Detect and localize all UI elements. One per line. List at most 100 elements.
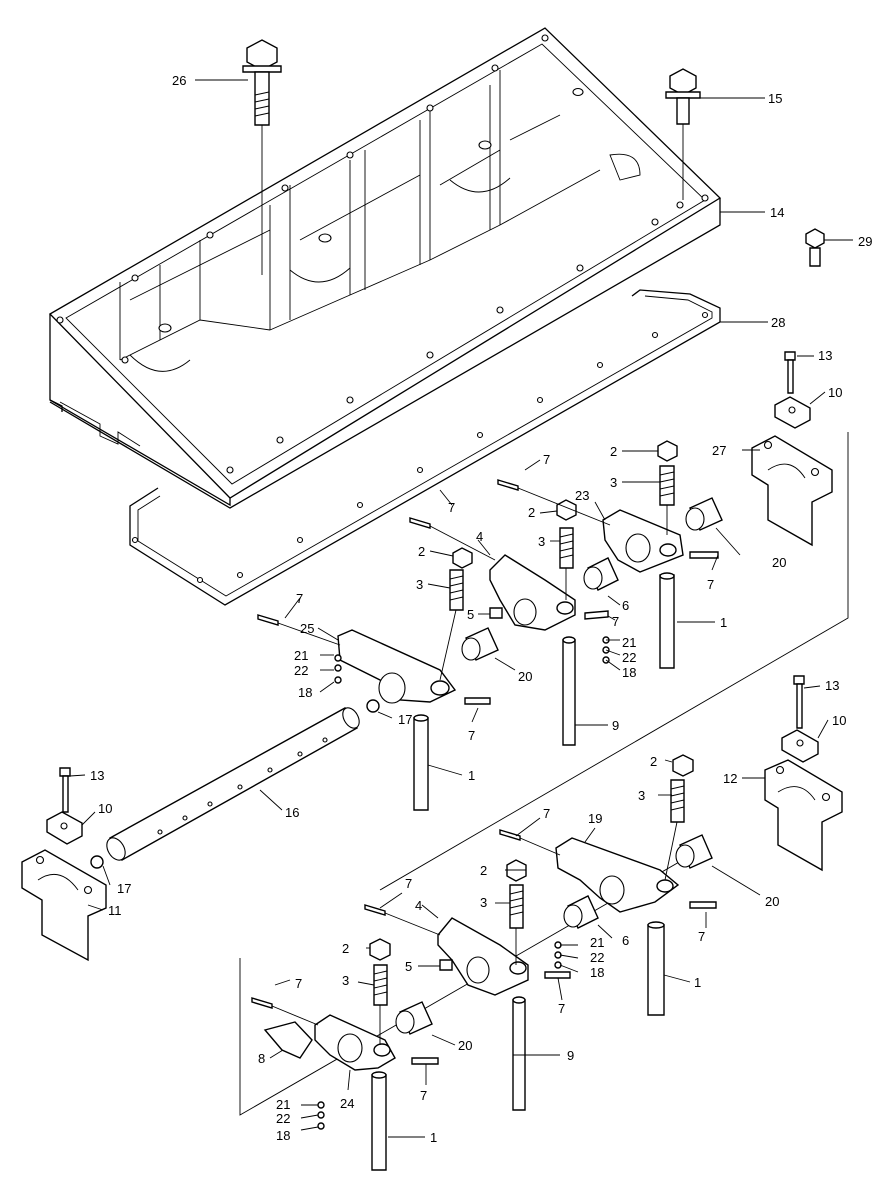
adjusting-screw-3e (509, 884, 524, 965)
plug-17-shaft (90, 855, 104, 869)
callout-21b: 21 (294, 648, 308, 663)
callout-1d: 1 (430, 1130, 437, 1145)
callout-10-right: 10 (832, 713, 846, 728)
adjusting-screw-3c (439, 569, 464, 681)
nut-2b (556, 499, 577, 521)
callout-18b: 18 (298, 685, 312, 700)
clip-8 (263, 1021, 313, 1059)
rocker-arm-24 (314, 1014, 396, 1071)
callout-2e: 2 (480, 863, 487, 878)
rocker-arm-19 (555, 837, 680, 913)
callout-2d: 2 (650, 754, 657, 769)
callout-13-left: 13 (90, 768, 104, 783)
callout-7b: 7 (707, 577, 714, 592)
bushing-6-lower (563, 895, 599, 929)
callout-13-upper: 13 (818, 348, 832, 363)
callout-25: 25 (300, 621, 314, 636)
callout-9a: 9 (612, 718, 619, 733)
bolt-29 (805, 228, 825, 267)
callout-11: 11 (108, 903, 122, 918)
valve-cover-housing (48, 27, 722, 509)
bearing-cap-10-left (46, 811, 83, 845)
socket-5-lower (439, 959, 453, 971)
callout-7c: 7 (448, 500, 455, 515)
callout-19: 19 (588, 811, 602, 826)
callout-17a: 17 (398, 712, 412, 727)
callout-15: 15 (768, 91, 782, 106)
callout-6b: 6 (622, 933, 629, 948)
callout-labels: 26 15 14 29 28 13 10 27 2 3 7 23 20 7 2 … (90, 73, 872, 1145)
callout-5b: 5 (405, 959, 412, 974)
rocker-shaft-16 (106, 707, 360, 861)
callout-20d: 20 (458, 1038, 472, 1053)
bolt-13-lower-right (793, 675, 805, 729)
callout-20c: 20 (765, 894, 779, 909)
callout-2f: 2 (342, 941, 349, 956)
callout-7e: 7 (296, 591, 303, 606)
callout-3f: 3 (342, 973, 349, 988)
callout-7a: 7 (543, 452, 550, 467)
callout-21d: 21 (276, 1097, 290, 1112)
callout-7h: 7 (698, 929, 705, 944)
nut-2e (506, 859, 527, 882)
leader-lines (69, 79, 853, 1138)
plug-17-upper (366, 699, 380, 713)
callout-21a: 21 (622, 635, 636, 650)
callout-7l: 7 (420, 1088, 427, 1103)
callout-18a: 18 (622, 665, 636, 680)
callout-1a: 1 (720, 615, 727, 630)
callout-21c: 21 (590, 935, 604, 950)
callout-8: 8 (258, 1051, 265, 1066)
callout-2a: 2 (610, 444, 617, 459)
bracket-12 (764, 759, 843, 872)
adjusting-screw-3d (664, 779, 685, 881)
callout-7i: 7 (405, 876, 412, 891)
callout-13-right: 13 (825, 678, 839, 693)
callout-22a: 22 (622, 650, 636, 665)
pins-7-lower (251, 829, 717, 1065)
nut-2f (369, 938, 391, 961)
callout-22d: 22 (276, 1111, 290, 1126)
push-rod-1-upper-right (659, 572, 675, 669)
callout-3c: 3 (416, 577, 423, 592)
callout-7k: 7 (295, 976, 302, 991)
bearing-cap-10-upper (774, 396, 811, 429)
lower-assembly-frame (239, 849, 701, 1116)
push-rod-9-lower (512, 996, 526, 1111)
callout-10-left: 10 (98, 801, 112, 816)
rocker-arm-4-lower (437, 917, 529, 996)
bushing-20-lower-mid (395, 1001, 433, 1035)
rocker-arm-23 (602, 509, 684, 573)
bracket-11 (21, 849, 107, 962)
callout-5a: 5 (467, 607, 474, 622)
callout-3e: 3 (480, 895, 487, 910)
bushing-6-upper (583, 557, 619, 591)
callout-18c: 18 (590, 965, 604, 980)
push-rod-1-lower-left (371, 1071, 387, 1171)
callout-17b: 17 (117, 881, 131, 896)
adjusting-screw-3b (559, 527, 574, 600)
rim-bolt-holes (56, 34, 709, 474)
adjusting-screw-3a (659, 465, 675, 535)
socket-5-upper (489, 607, 503, 619)
callout-2c: 2 (418, 544, 425, 559)
nut-2c (452, 547, 473, 569)
upper-assembly-frame (379, 432, 849, 891)
callout-23: 23 (575, 488, 589, 503)
bolt-13-upper (784, 351, 796, 394)
bushing-20-upper-mid (461, 627, 499, 661)
callout-10-upper: 10 (828, 385, 842, 400)
callout-24: 24 (340, 1096, 354, 1111)
pins-7-upper (257, 479, 719, 705)
callout-20a: 20 (772, 555, 786, 570)
bracket-27 (751, 435, 833, 547)
callout-9b: 9 (567, 1048, 574, 1063)
callout-12: 12 (723, 771, 737, 786)
callout-29: 29 (858, 234, 872, 249)
callout-7g: 7 (543, 806, 550, 821)
rocker-arm-4-upper (489, 554, 576, 631)
push-rod-1-upper-left (413, 714, 429, 811)
callout-26: 26 (172, 73, 186, 88)
callout-28: 28 (771, 315, 785, 330)
callout-22c: 22 (590, 950, 604, 965)
